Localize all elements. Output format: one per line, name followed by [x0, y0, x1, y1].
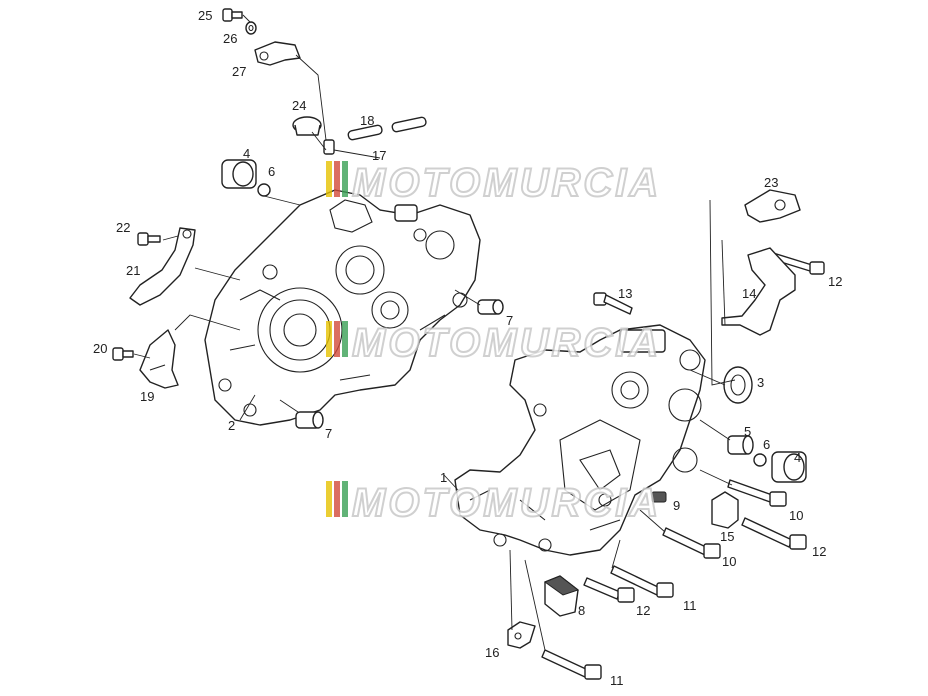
callout-18: 18	[360, 113, 374, 128]
callout-1: 1	[440, 470, 447, 485]
callout-23: 23	[764, 175, 778, 190]
callout-11-lower: 11	[610, 673, 624, 688]
callout-7-upper: 7	[506, 313, 513, 328]
callout-labels: 25 26 27 24 18 17 4 6 22 21 20 19 2 7 7 …	[93, 8, 842, 688]
callout-9: 9	[673, 498, 680, 513]
part-21-shift-fork	[129, 227, 196, 306]
part-6-oring-left	[257, 183, 271, 197]
part-4-bearing-right	[771, 451, 807, 483]
part-11-bolt-b	[541, 649, 602, 680]
part-11-bolt-a	[610, 565, 674, 598]
watermark-text-2: MOTOMURCIA	[352, 321, 661, 365]
part-12-bolt-low	[583, 577, 635, 603]
part-27-bracket	[254, 41, 301, 66]
callout-16: 16	[485, 645, 499, 660]
part-3-seal	[723, 366, 753, 404]
callout-11-upper: 11	[683, 598, 697, 613]
part-7-bushing-left-a	[477, 299, 504, 315]
watermark-1: MOTOMURCIA	[326, 160, 661, 206]
leader-lines	[133, 14, 736, 651]
part-25-screw	[222, 8, 243, 22]
callout-25: 25	[198, 8, 212, 23]
callout-12-mid: 12	[812, 544, 826, 559]
part-18-dowel-pins	[347, 116, 427, 141]
callout-14: 14	[742, 286, 756, 301]
callout-10-lower: 10	[722, 554, 736, 569]
callout-24: 24	[292, 98, 306, 113]
callout-19: 19	[140, 389, 154, 404]
part-10-bolt-a	[727, 479, 787, 507]
callout-3: 3	[757, 375, 764, 390]
left-crankcase-half	[204, 189, 481, 426]
part-26-washer	[245, 21, 257, 35]
watermark-3: MOTOMURCIA	[326, 480, 661, 526]
callout-4-left: 4	[243, 146, 250, 161]
callout-26: 26	[223, 31, 237, 46]
watermark-text-1: MOTOMURCIA	[352, 161, 661, 205]
watermark-2: MOTOMURCIA	[326, 320, 661, 366]
callout-4-right: 4	[794, 450, 801, 465]
part-4-bearing-left	[221, 159, 257, 189]
callout-7-lower: 7	[325, 426, 332, 441]
part-24-plug	[292, 116, 322, 136]
callout-13: 13	[618, 286, 632, 301]
part-20-screw	[112, 347, 134, 361]
part-22-screw	[137, 232, 161, 246]
callout-12-low: 12	[636, 603, 650, 618]
part-9-block	[651, 491, 667, 503]
part-23-bracket	[744, 189, 801, 223]
part-7-bushing-left-b	[295, 411, 324, 429]
part-6-oring-right	[753, 453, 767, 467]
part-8-filter	[543, 575, 580, 617]
part-10-bolt-b	[662, 527, 721, 559]
callout-12-top: 12	[828, 274, 842, 289]
callout-10-upper: 10	[789, 508, 803, 523]
part-16-bracket	[507, 621, 536, 649]
part-5-bushing	[727, 435, 754, 455]
callout-20: 20	[93, 341, 107, 356]
callout-2: 2	[228, 418, 235, 433]
callout-22: 22	[116, 220, 130, 235]
callout-17: 17	[372, 148, 386, 163]
callout-8: 8	[578, 603, 585, 618]
watermark-text-3: MOTOMURCIA	[352, 481, 661, 525]
part-13-bolt	[593, 292, 633, 315]
right-crankcase-half	[454, 324, 706, 556]
part-15-tensioner	[711, 491, 739, 529]
callout-6-left: 6	[268, 164, 275, 179]
part-14-stay	[721, 247, 796, 336]
callout-27: 27	[232, 64, 246, 79]
part-19-shift-fork	[139, 329, 179, 389]
part-12-bolt-mid	[741, 517, 807, 550]
callout-5: 5	[744, 424, 751, 439]
callout-21: 21	[126, 263, 140, 278]
callout-6-right: 6	[763, 437, 770, 452]
callout-15: 15	[720, 529, 734, 544]
